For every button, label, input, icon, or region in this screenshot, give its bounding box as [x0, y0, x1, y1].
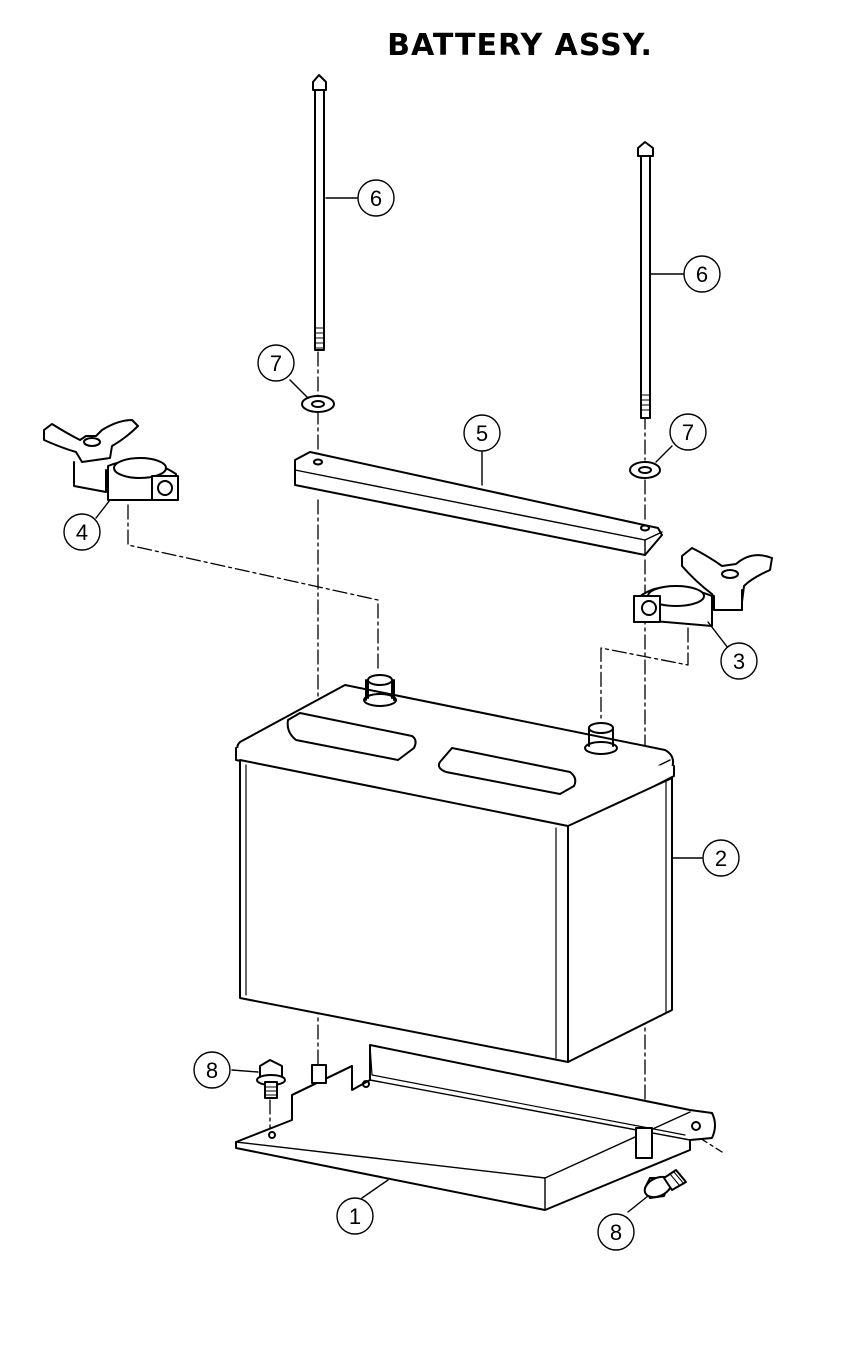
callout-6b: 6 [683, 255, 721, 293]
svg-text:4: 4 [76, 520, 88, 545]
diagram-title: BATTERY ASSY. [387, 28, 653, 63]
hold-down-bar [294, 451, 663, 556]
callout-2: 2 [702, 839, 740, 877]
bolt-left [256, 1059, 286, 1099]
terminal-clamp-left [43, 419, 179, 501]
washer-left [301, 395, 335, 413]
callout-3: 3 [720, 642, 758, 680]
washer-right [629, 461, 661, 479]
battery-tray [235, 1044, 716, 1211]
svg-text:1: 1 [349, 1204, 361, 1229]
callout-5: 5 [463, 414, 501, 452]
svg-text:3: 3 [733, 649, 745, 674]
svg-text:5: 5 [476, 421, 488, 446]
callout-8b: 8 [597, 1213, 635, 1251]
svg-text:8: 8 [610, 1220, 622, 1245]
j-rod-left [312, 74, 327, 351]
svg-text:2: 2 [715, 846, 727, 871]
callout-7b: 7 [669, 413, 707, 451]
j-rod-right [637, 141, 654, 419]
callout-4: 4 [63, 513, 101, 551]
terminal-clamp-right [633, 547, 773, 627]
svg-text:6: 6 [696, 262, 708, 287]
callout-8a: 8 [193, 1051, 231, 1089]
callout-6a: 6 [357, 179, 395, 217]
callout-7a: 7 [257, 344, 295, 382]
callout-1: 1 [336, 1197, 374, 1235]
battery-body [235, 674, 675, 1063]
bolt-right [643, 1169, 687, 1199]
svg-text:7: 7 [682, 420, 694, 445]
svg-text:7: 7 [270, 351, 282, 376]
svg-text:6: 6 [370, 186, 382, 211]
svg-text:8: 8 [206, 1058, 218, 1083]
